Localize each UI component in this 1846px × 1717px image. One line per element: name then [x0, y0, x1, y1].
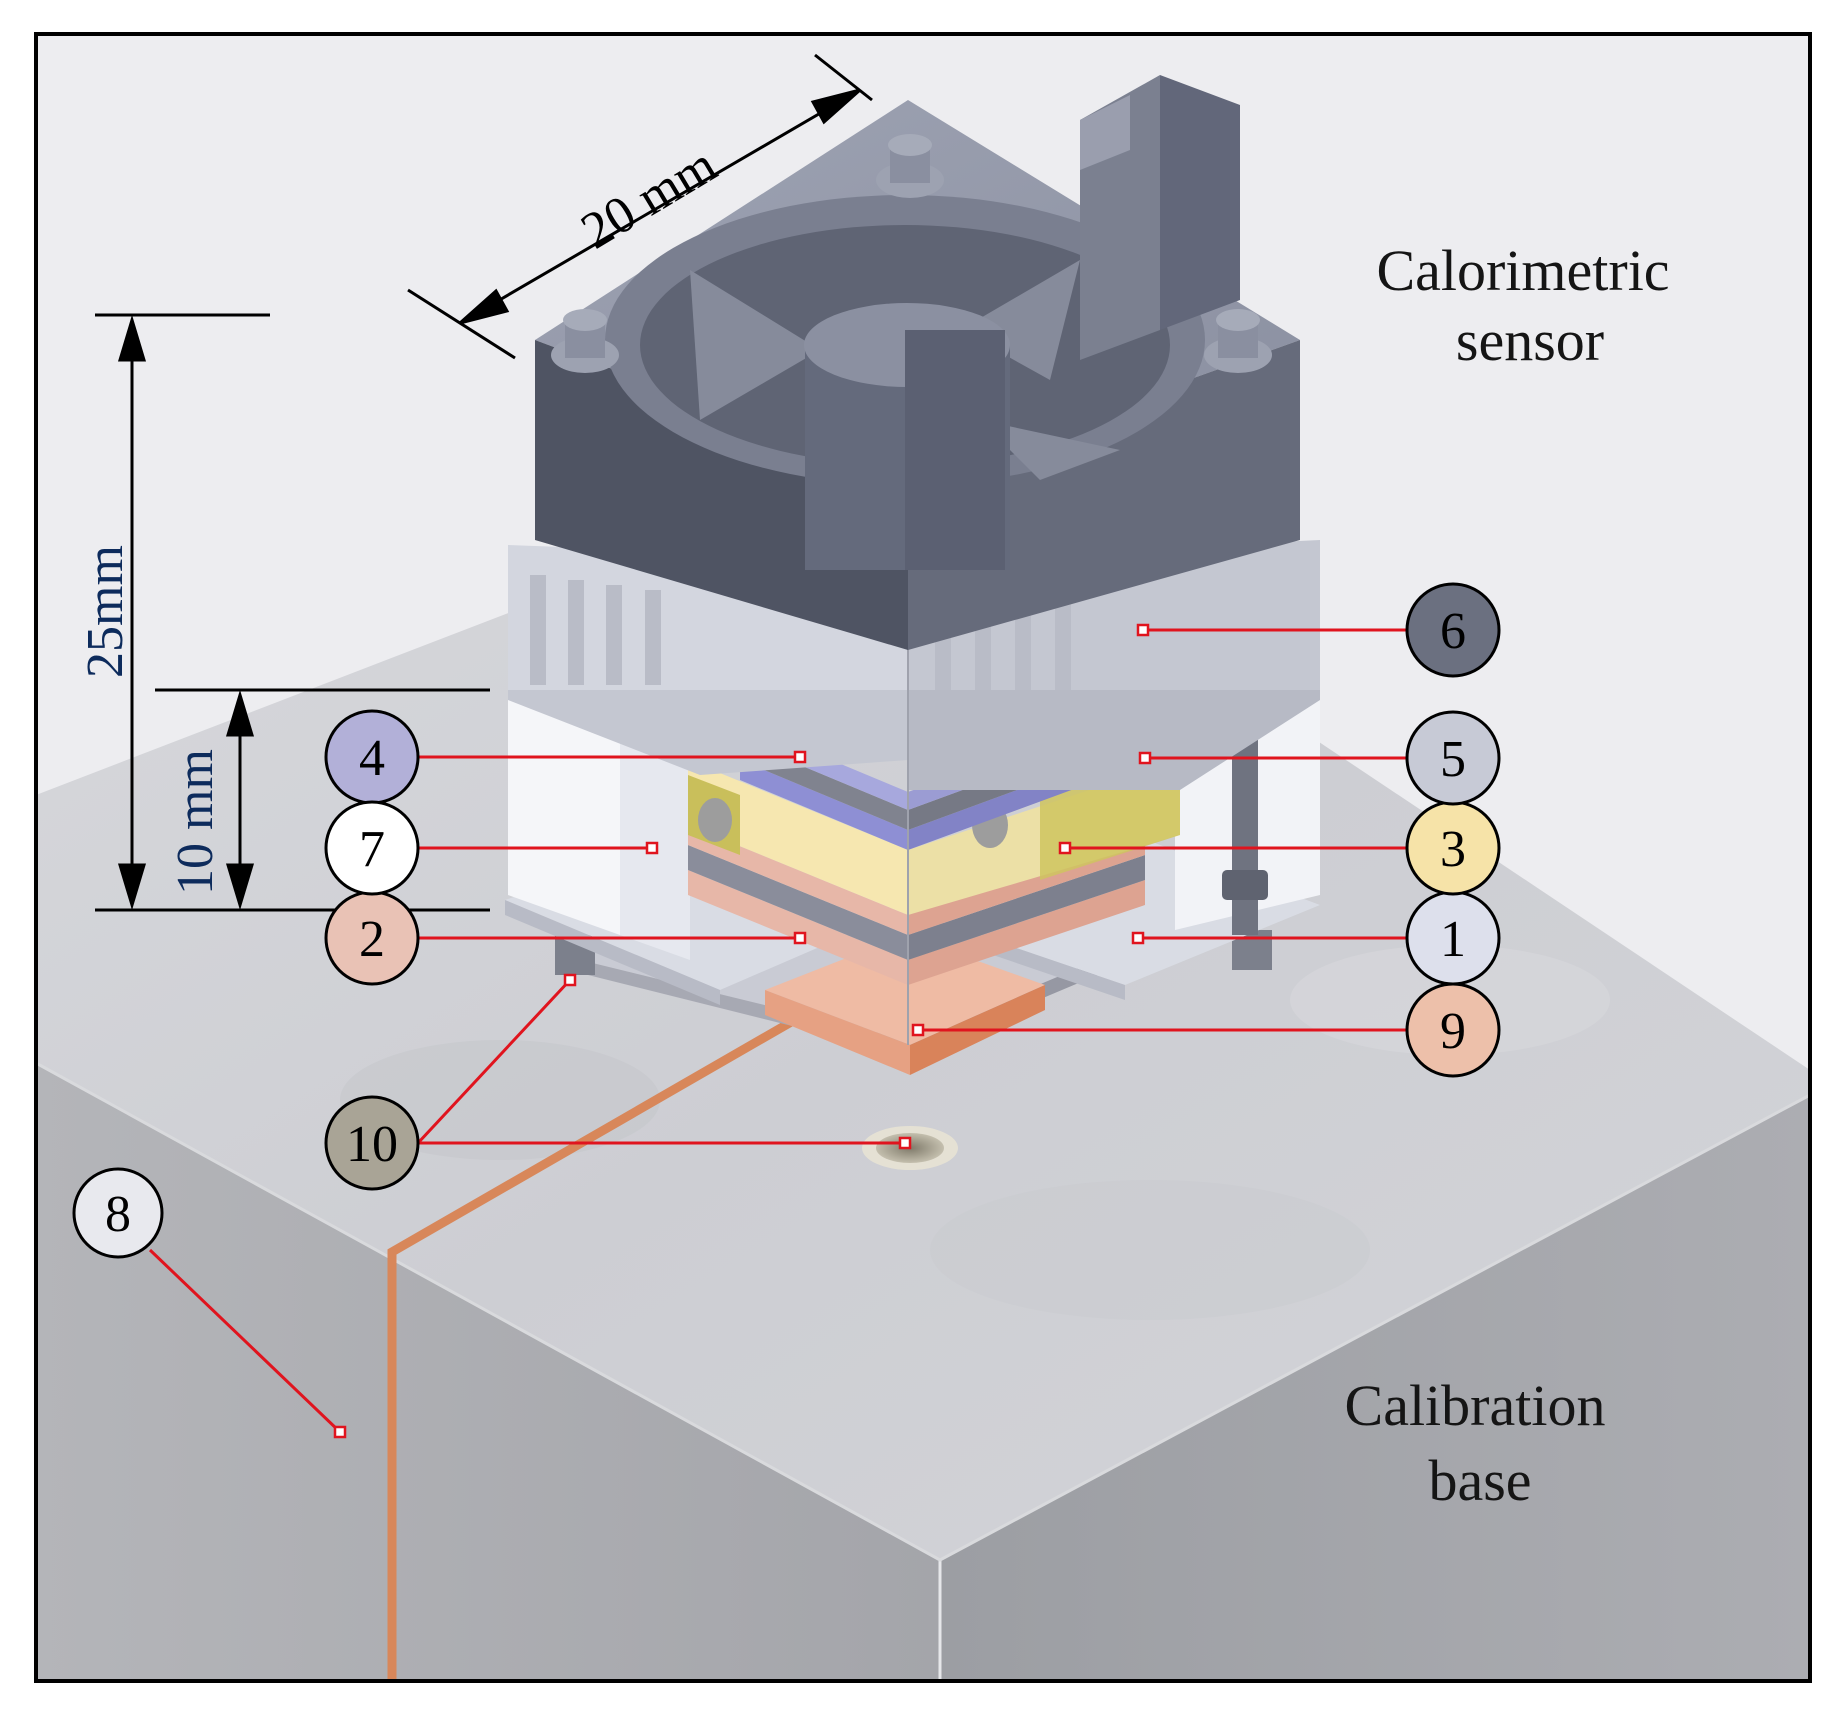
- fan-hub-shade: [905, 330, 1005, 570]
- callout-4: 4: [324, 709, 420, 805]
- support-rod: [1232, 735, 1258, 935]
- copper-wire: [387, 1006, 815, 1681]
- callout-6: 6: [1405, 582, 1501, 678]
- callout-1: 1: [1405, 890, 1501, 986]
- callout-label: 3: [1440, 821, 1466, 878]
- fan-blade: [960, 260, 1080, 380]
- dimension-width: [407, 53, 873, 360]
- sensor-caption-line1: Calorimetric: [1376, 238, 1669, 303]
- fan-right-face: [908, 340, 1300, 650]
- base-top-edge: [35, 1061, 1811, 1562]
- callout-3: 3: [1405, 800, 1501, 896]
- callout-label: 7: [359, 821, 385, 878]
- leader-endpoints: [333, 623, 1152, 1439]
- fan-bolts: [551, 134, 1272, 373]
- dimension-stack-height-label: 10 mm: [167, 749, 224, 895]
- callout-label: 5: [1440, 731, 1466, 788]
- bracket-side: [1160, 75, 1240, 330]
- callout-circle: [1405, 982, 1501, 1078]
- bracket-lip: [1080, 95, 1130, 170]
- callout-9: 9: [1405, 982, 1501, 1078]
- lower-semiconductor-right: [908, 855, 1145, 960]
- dimension-stack-height: [155, 688, 490, 911]
- sensor-caption-line2: sensor: [1456, 308, 1604, 373]
- heat-block-left: [688, 760, 908, 915]
- callout-circle: [324, 800, 420, 896]
- base-caption-line2: base: [1428, 1448, 1531, 1513]
- base-caption-line1: Calibration: [1345, 1373, 1606, 1438]
- lower-ceramic-right: [908, 880, 1145, 985]
- callout-label: 10: [346, 1116, 398, 1173]
- callout-label: 9: [1440, 1003, 1466, 1060]
- callout-10: 10: [324, 1095, 420, 1191]
- base-left-face: [36, 1063, 940, 1681]
- leader-10b: [416, 978, 572, 1145]
- callout-label: 4: [359, 730, 385, 787]
- dimension-total-height-label: 25mm: [77, 545, 134, 678]
- heatsink-base-left: [508, 690, 908, 775]
- dimension-total-height: [95, 313, 490, 912]
- figure-frame: [34, 32, 1812, 1683]
- callout-5: 5: [1405, 710, 1501, 806]
- heat-block-hole: [698, 798, 732, 842]
- heatsink-base-right: [908, 690, 1320, 790]
- rod-nut: [1222, 870, 1268, 900]
- left-plate-edge: [505, 900, 720, 1005]
- callout-2: 2: [324, 890, 420, 986]
- copper-plate-top: [765, 935, 1045, 1045]
- callout-label: 8: [105, 1186, 131, 1243]
- callout-circle: [324, 1095, 420, 1191]
- base-right-face: [940, 1095, 1810, 1681]
- leader-8: [148, 1248, 342, 1434]
- callout-label: 1: [1440, 911, 1466, 968]
- insulation-left-outer: [508, 690, 620, 935]
- callout-circle: [1405, 710, 1501, 806]
- callout-label: 2: [359, 911, 385, 968]
- callout-circle: [72, 1167, 164, 1259]
- sensor-assembly: [505, 75, 1320, 1075]
- upper-ceramic-left: [740, 760, 908, 850]
- fan-blade: [690, 270, 820, 420]
- callout-bubbles: 1 2 3 4 5 6 7 8 9 10: [72, 582, 1501, 1259]
- leader-lines: [148, 628, 1410, 1434]
- lower-ceramic-left: [688, 870, 908, 985]
- fan-left-face: [535, 340, 908, 650]
- callout-label: 6: [1440, 603, 1466, 660]
- callout-8: 8: [72, 1167, 164, 1259]
- copper-plate-left: [765, 990, 910, 1075]
- fan-blade: [980, 420, 1120, 480]
- lower-ceramic2-left: [688, 825, 908, 935]
- lower-semiconductor-left: [688, 845, 908, 960]
- callout-circle: [1405, 582, 1501, 678]
- base-texture: [340, 1040, 660, 1160]
- callout-7: 7: [324, 800, 420, 896]
- base-texture: [930, 1180, 1370, 1320]
